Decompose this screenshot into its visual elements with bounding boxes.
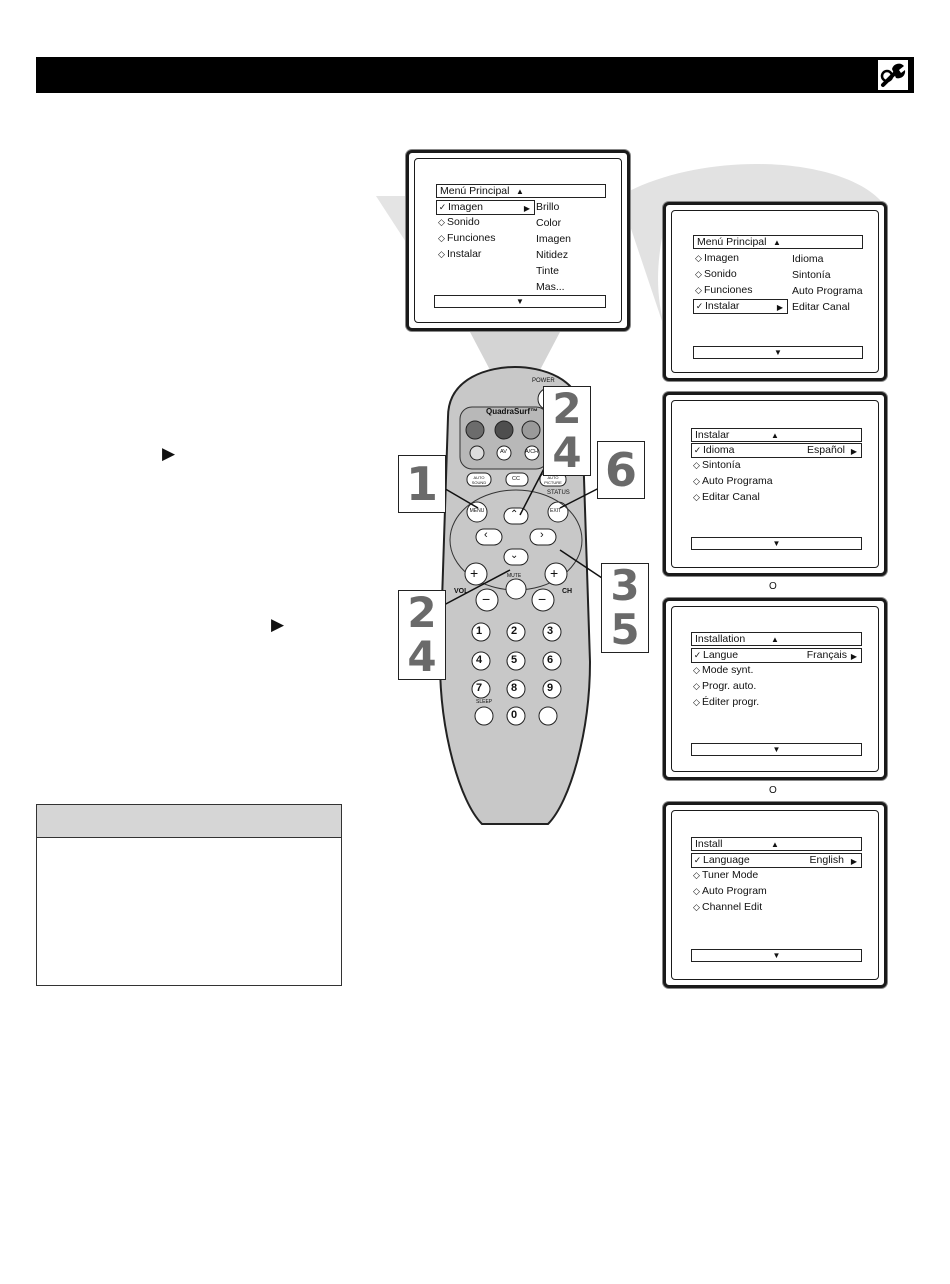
submenu-item: Auto Programa xyxy=(792,285,863,297)
submenu-item: Color xyxy=(536,217,562,229)
ch-minus-icon: − xyxy=(538,591,547,607)
vol-label: VOL xyxy=(454,588,469,595)
submenu-item: Idioma xyxy=(792,253,824,265)
menu-item-selected: ✓Langue Français ▶ xyxy=(691,648,862,663)
ch-plus-icon: + xyxy=(550,565,559,581)
screen-beams xyxy=(376,164,882,370)
cc-label: CC xyxy=(512,476,520,482)
vol-minus-icon: − xyxy=(482,591,491,607)
power-label: POWER xyxy=(532,378,555,384)
step-number-2-4: 2 4 xyxy=(398,590,446,680)
submenu-item: Editar Canal xyxy=(792,301,850,313)
submenu-item: Brillo xyxy=(536,201,560,213)
menu-item: ◇Mode synt. xyxy=(693,664,754,676)
submenu-item: Nitidez xyxy=(536,249,569,261)
tv-screen-main-menu: Menú Principal▲ ✓Imagen▶ ◇Sonido ◇Funcio… xyxy=(406,150,630,331)
menu-button-label: MENU xyxy=(469,508,485,514)
submenu-item: Sintonía xyxy=(792,269,831,281)
note-box xyxy=(36,804,342,986)
or-label: O xyxy=(769,581,777,592)
menu-item: ◇Progr. auto. xyxy=(693,680,757,692)
vol-plus-icon: + xyxy=(470,565,479,581)
menu-item: ◇Editar Canal xyxy=(693,491,760,503)
menu-footer: ▼ xyxy=(691,537,862,550)
av-label: AV xyxy=(500,449,507,455)
digit-2: 2 xyxy=(511,625,518,637)
menu-title: Installation▲ xyxy=(691,632,862,646)
wrench-icon xyxy=(878,60,908,90)
menu-item: ◇Instalar xyxy=(438,248,482,260)
or-label: O xyxy=(769,785,777,796)
menu-item: ◇Sonido xyxy=(695,268,737,280)
menu-item: ◇Imagen xyxy=(695,252,740,264)
digit-3: 3 xyxy=(547,625,554,637)
auto-picture-label: AUTO PICTURE xyxy=(544,475,562,485)
remote-control: POWER QuadraSurf™ AV A/CH AUTO SOUND CC … xyxy=(430,362,600,832)
digit-8: 8 xyxy=(511,682,518,694)
ch-label: CH xyxy=(562,588,573,595)
menu-title: Menú Principal▲ xyxy=(693,235,863,249)
menu-item: ◇Channel Edit xyxy=(693,901,763,913)
menu-item: ◇Sintonía xyxy=(693,459,741,471)
ach-label: A/CH xyxy=(525,449,539,455)
menu-footer: ▼ xyxy=(691,743,862,756)
menu-item: ◇Tuner Mode xyxy=(693,869,759,881)
digit-7: 7 xyxy=(476,682,483,694)
tv-screen-language-en: Install▲ ✓Language English ▶ ◇Tuner Mode… xyxy=(663,802,887,988)
menu-item: ◇Éditer progr. xyxy=(693,696,760,708)
menu-title: Install▲ xyxy=(691,837,862,851)
status-label: STATUS xyxy=(547,490,570,496)
language-value: English xyxy=(809,854,844,866)
mute-label: MUTE xyxy=(507,573,522,579)
language-value: Français xyxy=(806,649,847,661)
menu-footer: ▼ xyxy=(693,346,863,359)
sleep-label: SLEEP xyxy=(476,699,493,705)
submenu-item: Tinte xyxy=(536,265,559,277)
digit-9: 9 xyxy=(547,682,554,694)
left-arrow-icon: ‹ xyxy=(484,529,488,541)
digit-0: 0 xyxy=(511,709,518,721)
note-header xyxy=(37,805,341,838)
brand-label: QuadraSurf™ xyxy=(486,407,539,416)
tv-screen-install-select: Menú Principal▲ ◇Imagen ◇Sonido ◇Funcion… xyxy=(663,202,887,381)
menu-item-selected: ✓Language English ▶ xyxy=(691,853,862,868)
exit-button-label: EXIT xyxy=(550,508,562,514)
down-arrow-icon: ⌄ xyxy=(510,550,519,561)
digit-6: 6 xyxy=(547,654,554,666)
menu-item: ◇Funciones xyxy=(438,232,496,244)
menu-item: ◇Sonido xyxy=(438,216,480,228)
tv-screen-language-fr: Installation▲ ✓Langue Français ▶ ◇Mode s… xyxy=(663,598,887,780)
up-arrow-icon: ⌃ xyxy=(510,509,519,520)
step-number-3-5: 3 5 xyxy=(601,563,649,653)
menu-item-selected: ✓Instalar▶ xyxy=(693,299,788,314)
tv-screen-language-es: Instalar▲ ✓Idioma Español ▶ ◇Sintonía ◇A… xyxy=(663,392,887,576)
submenu-item: Imagen xyxy=(536,233,572,245)
language-value: Español xyxy=(807,444,845,456)
step-number-2-4: 2 4 xyxy=(543,386,591,476)
digit-5: 5 xyxy=(511,654,518,666)
header-bar xyxy=(36,57,914,93)
menu-footer: ▼ xyxy=(691,949,862,962)
step-number-6: 6 xyxy=(597,441,645,499)
menu-item: ◇Funciones xyxy=(695,284,753,296)
digit-4: 4 xyxy=(476,654,483,666)
right-arrow-icon: ▶ xyxy=(162,444,176,463)
step-number-1: 1 xyxy=(398,455,446,513)
menu-title: Menú Principal▲ xyxy=(436,184,606,198)
menu-item-selected: ✓Idioma Español ▶ xyxy=(691,443,862,458)
menu-item-selected: ✓Imagen▶ xyxy=(436,200,535,215)
right-arrow-icon: › xyxy=(540,529,544,541)
menu-item: ◇Auto Programa xyxy=(693,475,773,487)
menu-item: ◇Auto Program xyxy=(693,885,767,897)
menu-title: Instalar▲ xyxy=(691,428,862,442)
submenu-item: Mas... xyxy=(536,281,565,293)
right-arrow-icon: ▶ xyxy=(271,615,285,634)
menu-footer: ▼ xyxy=(434,295,606,308)
auto-sound-label: AUTO SOUND xyxy=(471,475,487,485)
digit-1: 1 xyxy=(476,625,483,637)
